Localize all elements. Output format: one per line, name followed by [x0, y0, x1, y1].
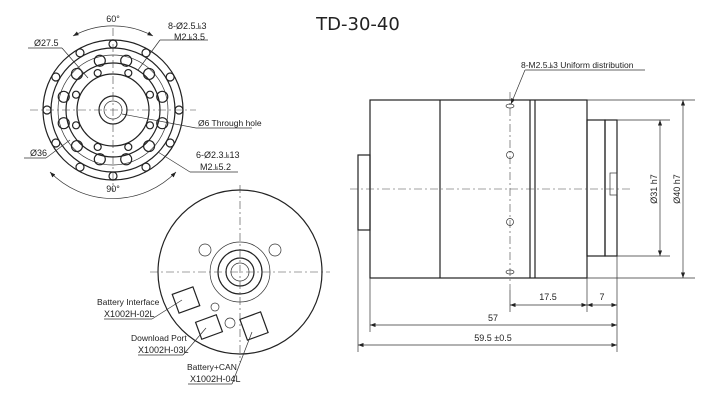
inner-hole	[124, 68, 133, 78]
outer-hole	[75, 162, 85, 172]
battery-interface-part: X1002H-02L	[104, 309, 155, 319]
inner-hole	[71, 90, 81, 99]
dim-57-label: 57	[488, 313, 498, 323]
outer-hole	[42, 105, 52, 115]
screw-hole	[156, 90, 169, 103]
angle-90-label: 90°	[106, 184, 120, 194]
inner-hole	[93, 68, 102, 78]
inner-hole	[145, 90, 155, 99]
outer-hole	[108, 39, 118, 49]
inner-hole	[71, 121, 81, 130]
battery-can-connector	[239, 311, 269, 341]
holes-bottom-label-2: M2⫡5.2	[200, 162, 231, 172]
dim-total-label: 59.5 ±0.5	[474, 333, 511, 343]
download-port-part: X1002H-03L	[138, 345, 189, 355]
screw-hole	[57, 117, 70, 130]
screw-hole	[70, 67, 84, 81]
dim-7-label: 7	[599, 292, 604, 302]
screw-hole	[120, 54, 133, 67]
dia-27-5-label: Ø27.5	[34, 38, 59, 48]
outer-hole	[141, 48, 151, 58]
bolt-holes	[42, 39, 184, 181]
inner-hole	[124, 142, 133, 152]
screw-hole	[70, 139, 84, 153]
holes-bottom-label-1: 6-Ø2.3⫡13	[196, 150, 240, 160]
dia-36-label: Ø36	[30, 148, 47, 158]
front-view: 60° 90° Ø27.5 Ø36 8-Ø2.5⫡3 M2⫡3.5 Ø6 Thr…	[24, 14, 262, 199]
holes-top-label-2: M2⫡3.5	[174, 32, 205, 42]
outer-hole	[174, 105, 184, 115]
inner-hole	[145, 121, 155, 130]
dia-40-label: Ø40 h7	[672, 174, 682, 204]
rear-view	[150, 185, 330, 362]
battery-interface-connector	[171, 286, 201, 314]
download-port-connector	[194, 314, 224, 340]
screw-hole	[57, 90, 70, 103]
battery-interface-label: Battery Interface	[97, 297, 160, 307]
inner-hole	[93, 142, 102, 152]
download-port-label: Download Port	[131, 333, 187, 343]
through-hole-label: Ø6 Through hole	[198, 118, 262, 128]
outer-hole	[51, 138, 61, 148]
side-view	[350, 92, 630, 290]
dia-31-label: Ø31 h7	[649, 174, 659, 204]
holes-note-label: 8-M2.5⫡3 Uniform distribution	[521, 60, 634, 70]
screw-hole	[120, 153, 133, 166]
holes-top-label-1: 8-Ø2.5⫡3	[168, 21, 207, 31]
outer-hole	[165, 72, 175, 82]
angle-60-label: 60°	[106, 14, 120, 24]
battery-can-part: X1002H-04L	[190, 374, 241, 384]
outer-hole	[165, 138, 175, 148]
screw-hole	[93, 153, 106, 166]
battery-can-label: Battery+CAN	[187, 362, 237, 372]
screw-hole	[93, 54, 106, 67]
outer-hole	[75, 48, 85, 58]
dim-17-5-label: 17.5	[539, 292, 557, 302]
screw-hole	[142, 67, 156, 81]
screw-hole	[156, 117, 169, 130]
outer-hole	[51, 72, 61, 82]
screw-hole	[142, 139, 156, 153]
drawing-title: TD-30-40	[315, 14, 400, 35]
outer-hole	[141, 162, 151, 172]
